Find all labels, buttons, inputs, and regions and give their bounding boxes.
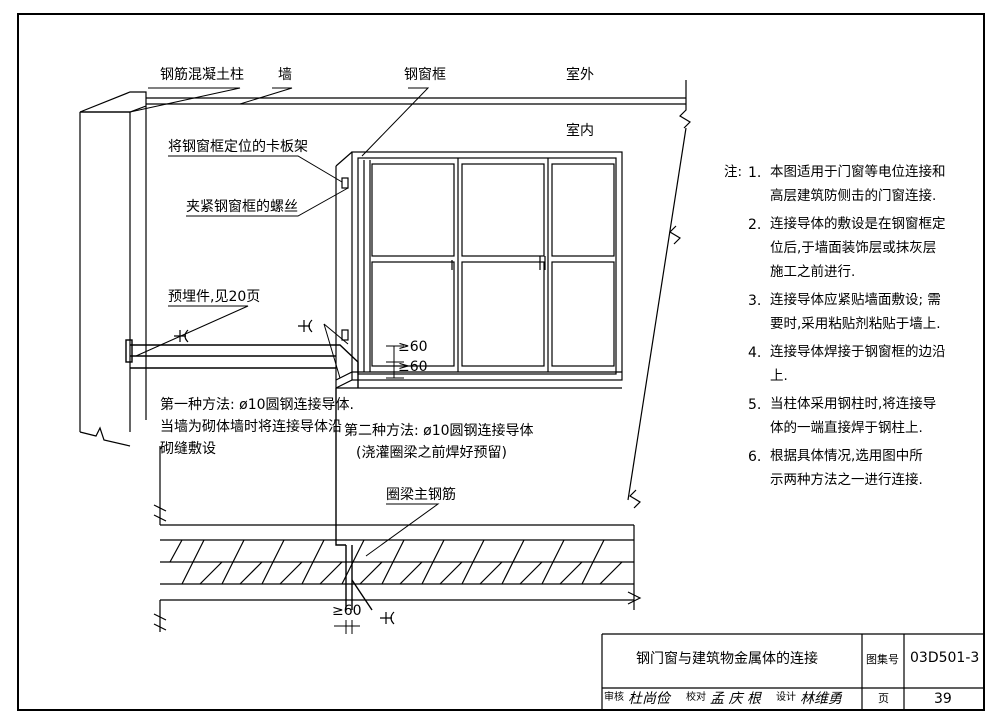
- review-signature: 杜尚俭: [628, 691, 670, 707]
- note-line: 连接导体焊接于钢窗框的边沿: [770, 344, 946, 360]
- note-line: 高层建筑防侧击的门窗连接.: [770, 188, 937, 204]
- sheet-frame: [17, 13, 985, 711]
- note-line: 本图适用于门窗等电位连接和: [770, 164, 946, 180]
- atlas-number: 03D501-3: [910, 650, 980, 666]
- note-number: 5.: [748, 397, 762, 413]
- steel-window: [335, 151, 623, 389]
- note-line: 施工之前进行.: [770, 264, 856, 280]
- title-block: [601, 633, 984, 710]
- note-line: 连接导体的敷设是在钢窗框定: [770, 216, 946, 232]
- page-label: 页: [878, 692, 889, 705]
- wall-outline: [146, 80, 691, 632]
- note-line: 要时,采用粘贴剂粘贴于墙上.: [770, 316, 941, 332]
- ring-beam-label: 圈梁主钢筋: [386, 487, 456, 503]
- conductor-lines: [125, 339, 373, 611]
- page-number: 39: [934, 691, 952, 707]
- method2-line2: (浇灌圈梁之前焊好预留): [356, 445, 507, 461]
- check-label: 校对: [686, 692, 706, 703]
- screw-label: 夹紧钢窗框的螺丝: [186, 199, 298, 215]
- dim-60-bottom: ≥60: [332, 603, 362, 619]
- note-number: 4.: [748, 345, 762, 361]
- note-line: 示两种方法之一进行连接.: [770, 472, 923, 488]
- clamp-rack-label: 将钢窗框定位的卡板架: [168, 139, 308, 155]
- concrete-column: [79, 91, 147, 447]
- note-line: 根据具体情况,选用图中所: [770, 448, 923, 464]
- note-line: 连接导体应紧贴墙面敷设; 需: [770, 292, 941, 308]
- note-line: 当柱体采用钢柱时,将连接导: [770, 396, 937, 412]
- design-label: 设计: [776, 692, 796, 703]
- note-line: 体的一端直接焊于钢柱上.: [770, 420, 923, 436]
- note-number: 3.: [748, 293, 762, 309]
- design-signature: 林维勇: [800, 691, 842, 707]
- note-number: 6.: [748, 449, 762, 465]
- note-line: 位后,于墙面装饰层或抹灰层: [770, 240, 937, 256]
- note-number: 2.: [748, 217, 762, 233]
- outdoor-label: 室外: [566, 67, 594, 83]
- weld-symbols: [174, 320, 392, 624]
- dim-60-lower: ≥60: [398, 359, 428, 375]
- drawing-title: 钢门窗与建筑物金属体的连接: [636, 651, 818, 667]
- method1-line3: 砌缝敷设: [160, 441, 216, 457]
- wall-label: 墙: [278, 67, 292, 83]
- notes-prefix: 注:: [724, 164, 743, 180]
- note-number: 1.: [748, 165, 762, 181]
- check-signature: 孟 庆 根: [710, 691, 761, 707]
- ring-beam: [160, 539, 634, 585]
- atlas-number-label: 图集号: [866, 653, 899, 666]
- embedded-part-label: 预埋件,见20页: [168, 289, 261, 305]
- leader-lines: [129, 87, 440, 634]
- review-label: 审核: [604, 692, 624, 703]
- method1-line1: 第一种方法: ø10圆钢连接导体.: [160, 397, 354, 413]
- dim-60-upper: ≥60: [398, 339, 428, 355]
- indoor-label: 室内: [566, 123, 594, 139]
- frame-label: 钢窗框: [404, 67, 446, 83]
- method1-line2: 当墙为砌体墙时将连接导体沿: [160, 419, 342, 435]
- column-label: 钢筋混凝土柱: [160, 67, 244, 83]
- note-line: 上.: [770, 368, 788, 384]
- method2-line1: 第二种方法: ø10圆钢连接导体: [344, 423, 534, 439]
